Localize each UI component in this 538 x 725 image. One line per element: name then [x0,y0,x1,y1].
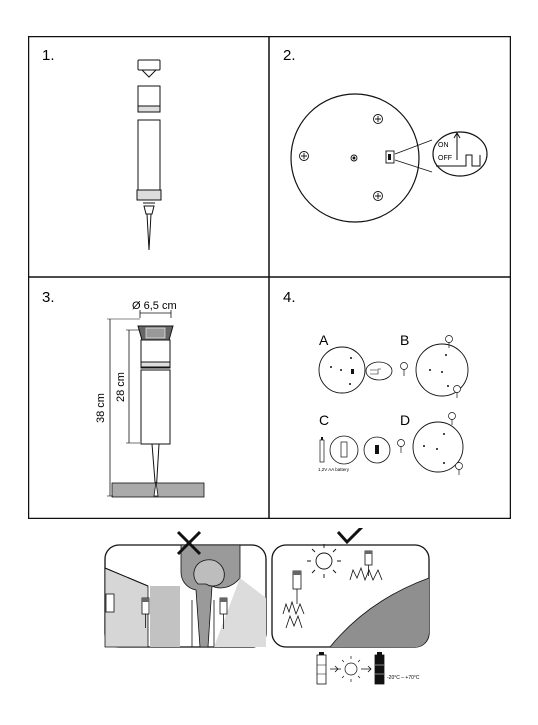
panel-4-number: 4. [283,289,296,306]
sun-icon [307,544,341,578]
step-b-label: B [400,332,409,348]
assembled-lamp [137,325,174,495]
step-b-plate [415,343,469,397]
path-ground [330,578,429,647]
switch-off-label: OFF [438,155,452,162]
correct-placement [271,523,430,648]
sun-charge-icon [338,656,364,682]
ground [111,482,205,498]
battery-type-label: 1,2V AA battery [318,467,350,472]
wrong-placement [104,530,267,648]
arrow-up-icon [453,132,461,160]
arrow-right-icon [330,665,339,673]
exploded-lamp-diagram [136,59,162,251]
battery-full-icon [374,654,385,685]
ground-spike [146,213,152,251]
switch-toggle-icon [436,154,481,167]
base-ring [136,189,162,201]
solar-cap [137,59,161,71]
grass-icon [349,566,383,582]
step-c-label: C [319,412,329,428]
arrow-right-icon [364,665,372,673]
placement-guide: -20°C – +70°C [0,523,538,720]
panel-1: 1. [42,47,162,251]
charging-info: -20°C – +70°C [316,652,420,685]
screwdriver-icons [400,335,461,398]
panel-3: 3. Ø 6,5 cm 38 cm 28 cm [42,289,205,498]
battery-empty-icon [316,654,327,685]
checkmark-icon [336,523,366,545]
switch-on-label: ON [438,142,449,149]
temperature-range-label: -20°C – +70°C [387,675,420,681]
window [105,593,115,613]
grass-icon [282,600,305,616]
lamp-body [140,369,171,445]
diameter-label: Ø 6,5 cm [132,300,177,312]
panel-4: 4. A B C 1,2V AA battery D [283,289,469,475]
cap-connector [140,69,158,78]
cross-icon [176,530,202,556]
height-total-label: 38 cm [95,393,107,423]
panel-1-number: 1. [42,47,55,64]
instruction-grid: 1. 2. ON OFF [28,36,511,519]
step-d-plate [412,421,464,473]
panel-2-number: 2. [283,47,296,64]
switch-zoom [432,131,488,177]
step-d-label: D [400,412,410,428]
height-body-label: 28 cm [115,372,127,402]
lamp-spike [151,443,160,495]
battery-icon [319,439,325,463]
lamp-tube [137,119,161,193]
panel-2: 2. ON OFF [283,47,488,223]
step-a-switch-zoom [365,361,393,381]
step-a-label: A [319,332,329,348]
panel-3-number: 3. [42,289,55,306]
plate-screws [299,114,383,201]
